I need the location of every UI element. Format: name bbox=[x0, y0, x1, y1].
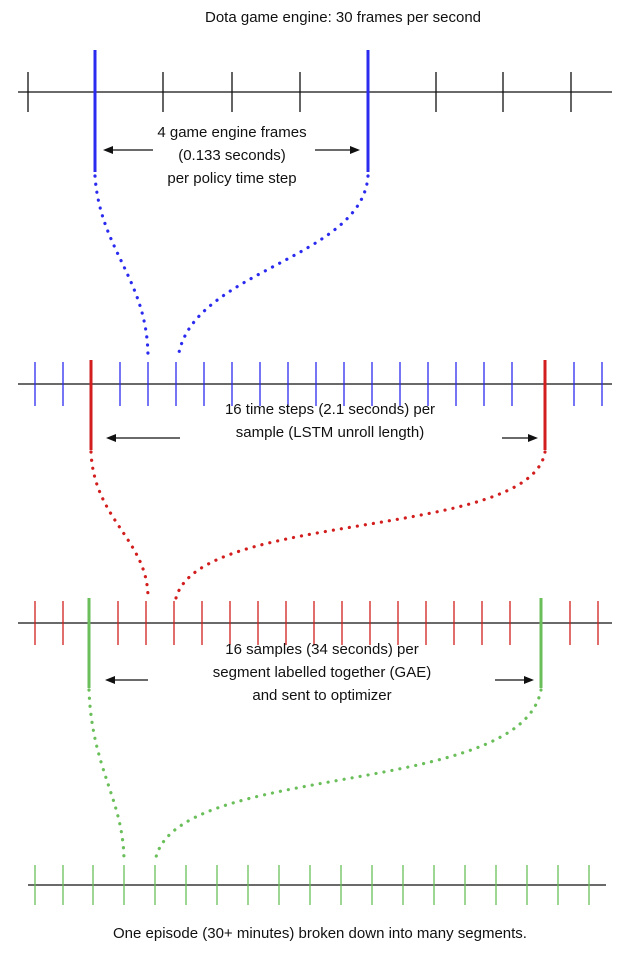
samples-arrow-left-head bbox=[105, 676, 115, 684]
time-steps-annotation-line-2: sample (LSTM unroll length) bbox=[236, 424, 424, 441]
samples-arrow-right-head bbox=[524, 676, 534, 684]
frames-annotation-line-2: (0.133 seconds) bbox=[178, 147, 286, 164]
zoom-connector-green-left bbox=[87, 688, 126, 864]
samples-annotation-line-2: segment labelled together (GAE) bbox=[213, 664, 431, 681]
time-steps-annotation-line-1: 16 time steps (2.1 seconds) per bbox=[225, 401, 435, 418]
zoom-connector-green-right bbox=[153, 688, 543, 864]
zoom-connector-red-left bbox=[89, 450, 150, 600]
time-steps-arrow-right-head bbox=[528, 434, 538, 442]
zoom-connector-blue-left bbox=[93, 174, 150, 360]
frames-annotation-line-3: per policy time step bbox=[167, 170, 296, 187]
zoom-connector-blue-right bbox=[176, 174, 370, 360]
samples-annotation-line-1: 16 samples (34 seconds) per bbox=[225, 641, 418, 658]
frames-arrow-right-head bbox=[350, 146, 360, 154]
diagram-footer: One episode (30+ minutes) broken down in… bbox=[113, 925, 527, 942]
samples-annotation-line-3: and sent to optimizer bbox=[252, 687, 391, 704]
time-steps-arrow-left-head bbox=[106, 434, 116, 442]
frames-annotation-line-1: 4 game engine frames bbox=[157, 124, 306, 141]
diagram-title: Dota game engine: 30 frames per second bbox=[205, 9, 481, 26]
frames-arrow-left-head bbox=[103, 146, 113, 154]
zoom-connector-red-right bbox=[174, 450, 547, 600]
